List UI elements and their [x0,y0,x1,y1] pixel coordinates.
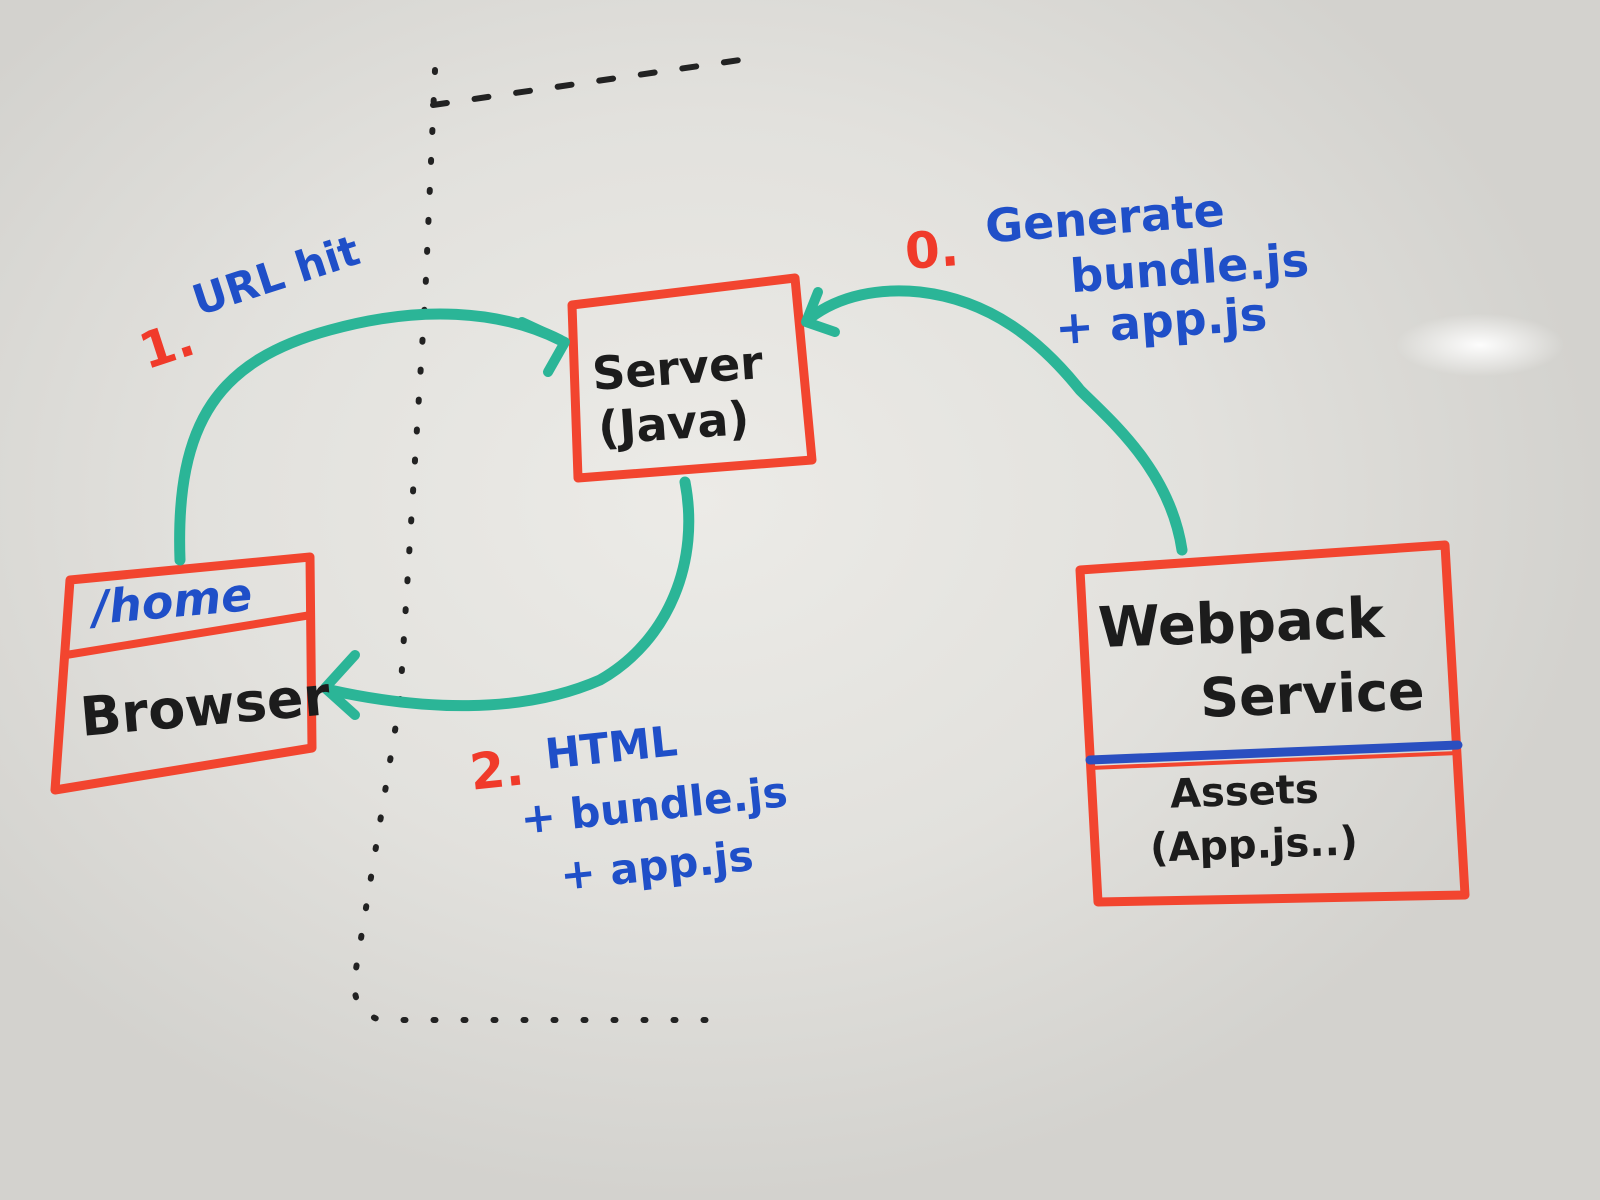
server-box [567,273,817,483]
arrow-url-hit-head [517,317,570,377]
arrow-generate-bundle-head [801,287,840,337]
server-label: Server [590,335,765,401]
arrow-html-response [324,476,695,712]
network-boundary-top-line [430,57,743,108]
step-0-line-3: + app.js [1053,286,1269,356]
webpack-box [1075,540,1470,907]
step-2-number: 2. [467,738,527,802]
webpack-service-label: Service [1198,659,1426,730]
arrow-html-response-head [320,650,360,720]
arrow-url-hit [174,308,566,566]
browser-box [50,552,317,795]
webpack-assets-divider-red [1088,751,1460,770]
server-language-label: (Java) [596,390,751,456]
arrow-generate-bundle [804,285,1188,556]
browser-url-label: /home [89,567,255,635]
webpack-label: Webpack [1096,586,1386,661]
webpack-assets-divider [1085,740,1463,765]
browser-box-divider [62,611,315,659]
webpack-assets-detail-label: (App.js..) [1149,818,1359,872]
network-boundary-line [351,67,733,1023]
webpack-assets-label: Assets [1169,766,1320,818]
step-0-number: 0. [903,219,961,281]
